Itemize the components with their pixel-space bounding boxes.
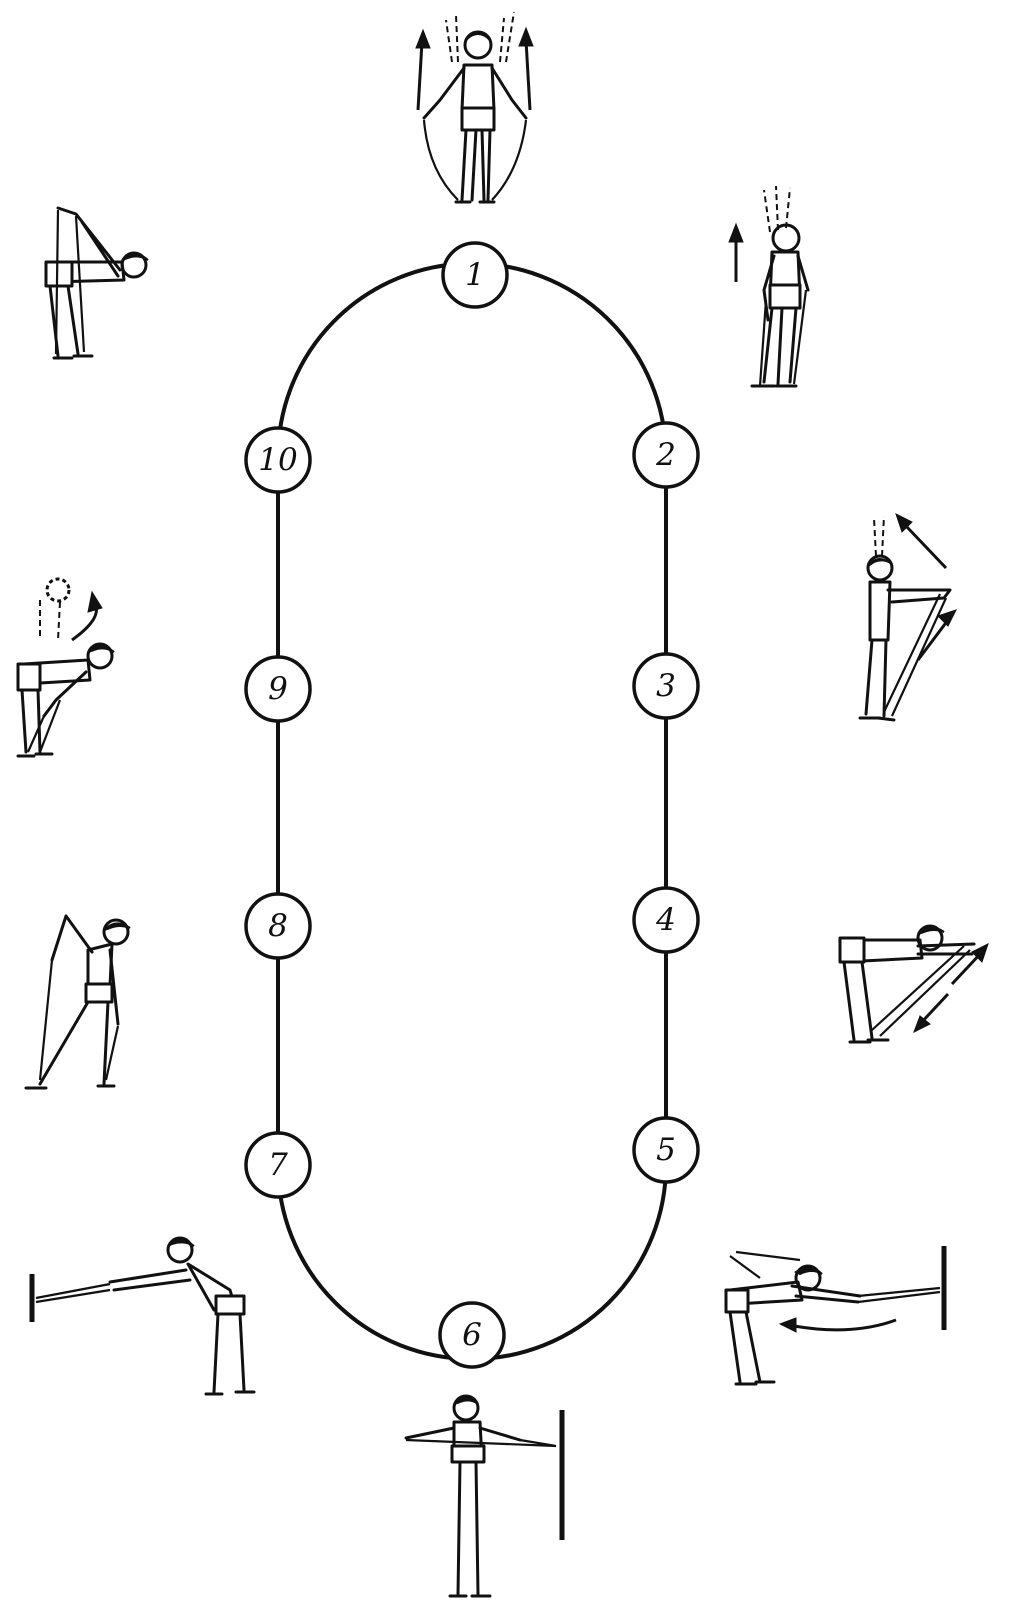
station-6: 6 bbox=[440, 1303, 504, 1367]
band-side-bend-figure-icon bbox=[26, 916, 130, 1088]
station-number: 1 bbox=[465, 257, 485, 293]
band-overhead-raise-figure-icon bbox=[416, 12, 533, 202]
station-7: 7 bbox=[246, 1133, 310, 1197]
station-1: 1 bbox=[443, 243, 507, 307]
band-back-stretch-figure-icon bbox=[46, 208, 148, 358]
station-number: 5 bbox=[656, 1132, 676, 1168]
station-number: 8 bbox=[268, 908, 288, 944]
station-2: 2 bbox=[634, 423, 698, 487]
station-number: 9 bbox=[268, 671, 288, 707]
band-side-raise-figure-icon bbox=[729, 186, 808, 386]
station-10: 10 bbox=[246, 428, 310, 492]
station-number: 2 bbox=[655, 437, 676, 473]
station-number: 6 bbox=[462, 1317, 482, 1353]
band-bent-row-figure-icon bbox=[18, 579, 114, 756]
station-3: 3 bbox=[634, 654, 698, 718]
station-number: 7 bbox=[268, 1147, 288, 1183]
band-wall-push-lean-figure-icon bbox=[32, 1238, 254, 1394]
station-number: 3 bbox=[656, 668, 676, 704]
station-4: 4 bbox=[634, 888, 698, 952]
station-number: 4 bbox=[655, 902, 676, 938]
band-wall-pull-standing-figure-icon bbox=[406, 1396, 562, 1596]
circuit-track bbox=[278, 263, 666, 1359]
station-8: 8 bbox=[246, 894, 310, 958]
station-number: 10 bbox=[258, 442, 297, 478]
band-wall-pull-bent-figure-icon bbox=[726, 1246, 944, 1384]
station-5: 5 bbox=[634, 1118, 698, 1182]
band-forward-raise-figure-icon bbox=[860, 514, 956, 720]
band-bent-over-pull-figure-icon bbox=[840, 926, 988, 1042]
station-9: 9 bbox=[246, 657, 310, 721]
